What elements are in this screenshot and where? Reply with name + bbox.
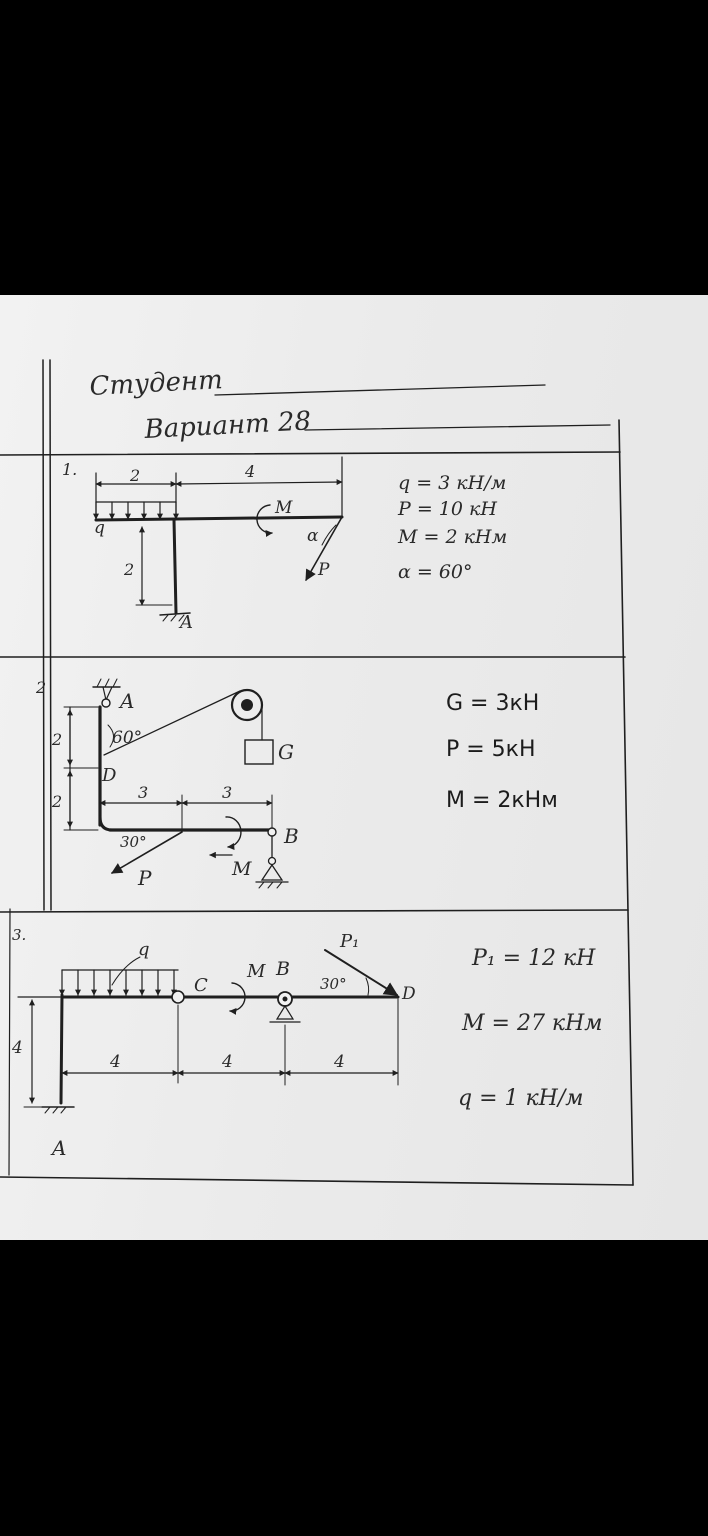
p1-moment-arrow <box>256 504 273 537</box>
p3-moment-arrow <box>229 982 246 1015</box>
p2-given-p: P = 5кН <box>446 737 536 762</box>
p2-dim-2-upper: 2 <box>51 730 62 749</box>
p2-b-label: B <box>283 824 299 848</box>
p3-dim-4-c: 4 <box>333 1052 345 1072</box>
p1-dim-4: 4 <box>244 462 255 481</box>
p2-rope <box>103 690 241 756</box>
problem-2-number: 2 <box>35 678 46 697</box>
p1-distributed-load <box>93 501 179 520</box>
p1-q-label: q <box>94 518 105 538</box>
student-label: Студент <box>89 365 224 402</box>
p2-given-m: M = 2кНм <box>446 788 558 813</box>
p1-m-label: M <box>274 498 293 518</box>
p3-dim-4-vert: 4 <box>11 1038 23 1058</box>
problem-1-givens: q = 3 кН/м P = 10 кН M = 2 кНм α = 60° <box>397 472 507 583</box>
p1-force-p <box>305 516 343 581</box>
student-name-line <box>214 384 546 396</box>
p1-fixed-support <box>159 612 191 622</box>
p3-force-p1 <box>324 949 399 996</box>
p2-g-label: G <box>278 740 294 764</box>
p3-fixed-support <box>41 1106 75 1114</box>
p3-d-label: D <box>401 984 416 1004</box>
p2-a-label: A <box>118 689 134 713</box>
variant-line <box>304 424 611 431</box>
p2-dim-2-lower: 2 <box>51 792 62 811</box>
p3-given-m: M = 27 кНм <box>461 1011 603 1036</box>
p1-p-label: P <box>317 560 330 580</box>
p2-dim-3-left: 3 <box>138 783 148 802</box>
p3-given-q: q = 1 кН/м <box>458 1086 583 1111</box>
p2-force-p <box>111 831 183 874</box>
p1-given-p: P = 10 кН <box>397 498 497 520</box>
p2-pulley <box>230 688 264 741</box>
p1-alpha-label: α <box>307 526 319 546</box>
problem-1-diagram: 2 4 q A <box>93 456 344 633</box>
p2-ceiling-support <box>92 678 121 701</box>
worksheet-drawing: Студент Вариант 28 1. 2 4 <box>0 359 634 1186</box>
p3-roller-support <box>269 991 301 1023</box>
p2-pin-support <box>255 827 289 889</box>
p2-given-g: G = 3кН <box>446 691 539 716</box>
p2-weight-box <box>244 739 274 765</box>
header: Студент Вариант 28 <box>89 365 611 445</box>
p2-moment-arrow <box>225 816 242 850</box>
p3-given-p1: P₁ = 12 кН <box>471 946 596 971</box>
p2-p-label: P <box>137 866 152 890</box>
problem-2: 2 A G <box>35 678 558 890</box>
problem-1: 1. 2 4 q <box>62 456 507 633</box>
problem-1-number: 1. <box>62 460 77 479</box>
p1-column <box>172 518 178 615</box>
p3-distributed-load <box>59 956 179 996</box>
p1-given-q: q = 3 кН/м <box>398 472 506 494</box>
p3-angle-30: 30° <box>320 975 347 993</box>
problem-2-diagram: A G 60° D 2 2 <box>51 678 299 890</box>
problem-3: 3. A <box>11 926 603 1160</box>
p1-a-label: A <box>178 612 193 633</box>
p3-a-label: A <box>50 1136 66 1160</box>
p3-b-label: B <box>275 958 290 980</box>
p3-dim-4-a: 4 <box>109 1052 121 1072</box>
p1-given-alpha: α = 60° <box>398 561 473 583</box>
paper-sheet: Студент Вариант 28 1. 2 4 <box>0 295 708 1240</box>
p3-m-label: M <box>246 961 266 982</box>
variant-label: Вариант 28 <box>143 406 312 445</box>
problem-3-givens: P₁ = 12 кН M = 27 кНм q = 1 кН/м <box>458 946 603 1111</box>
p2-angle-60: 60° <box>112 728 142 748</box>
problem-2-givens: G = 3кН P = 5кН M = 2кНм <box>446 691 558 813</box>
p3-dim-4-b: 4 <box>221 1052 233 1072</box>
p1-dim-2: 2 <box>129 466 140 485</box>
p1-beam <box>94 515 344 522</box>
worksheet-frame <box>0 359 634 1186</box>
p3-hinge-c <box>171 990 185 1004</box>
problem-3-number: 3. <box>12 926 26 944</box>
p2-m-label: M <box>231 858 252 880</box>
p3-c-label: C <box>194 975 208 996</box>
problem-3-diagram: A q C M <box>11 931 416 1160</box>
p2-dim-3-right: 3 <box>222 783 232 802</box>
p2-angle-30: 30° <box>120 833 147 851</box>
p3-column <box>59 993 64 1105</box>
p2-d-label: D <box>101 765 117 786</box>
p1-dim-2-vert: 2 <box>123 560 134 579</box>
p3-q-label: q <box>138 939 150 960</box>
p1-given-m: M = 2 кНм <box>397 526 507 548</box>
p3-p1-label: P₁ <box>339 931 359 952</box>
